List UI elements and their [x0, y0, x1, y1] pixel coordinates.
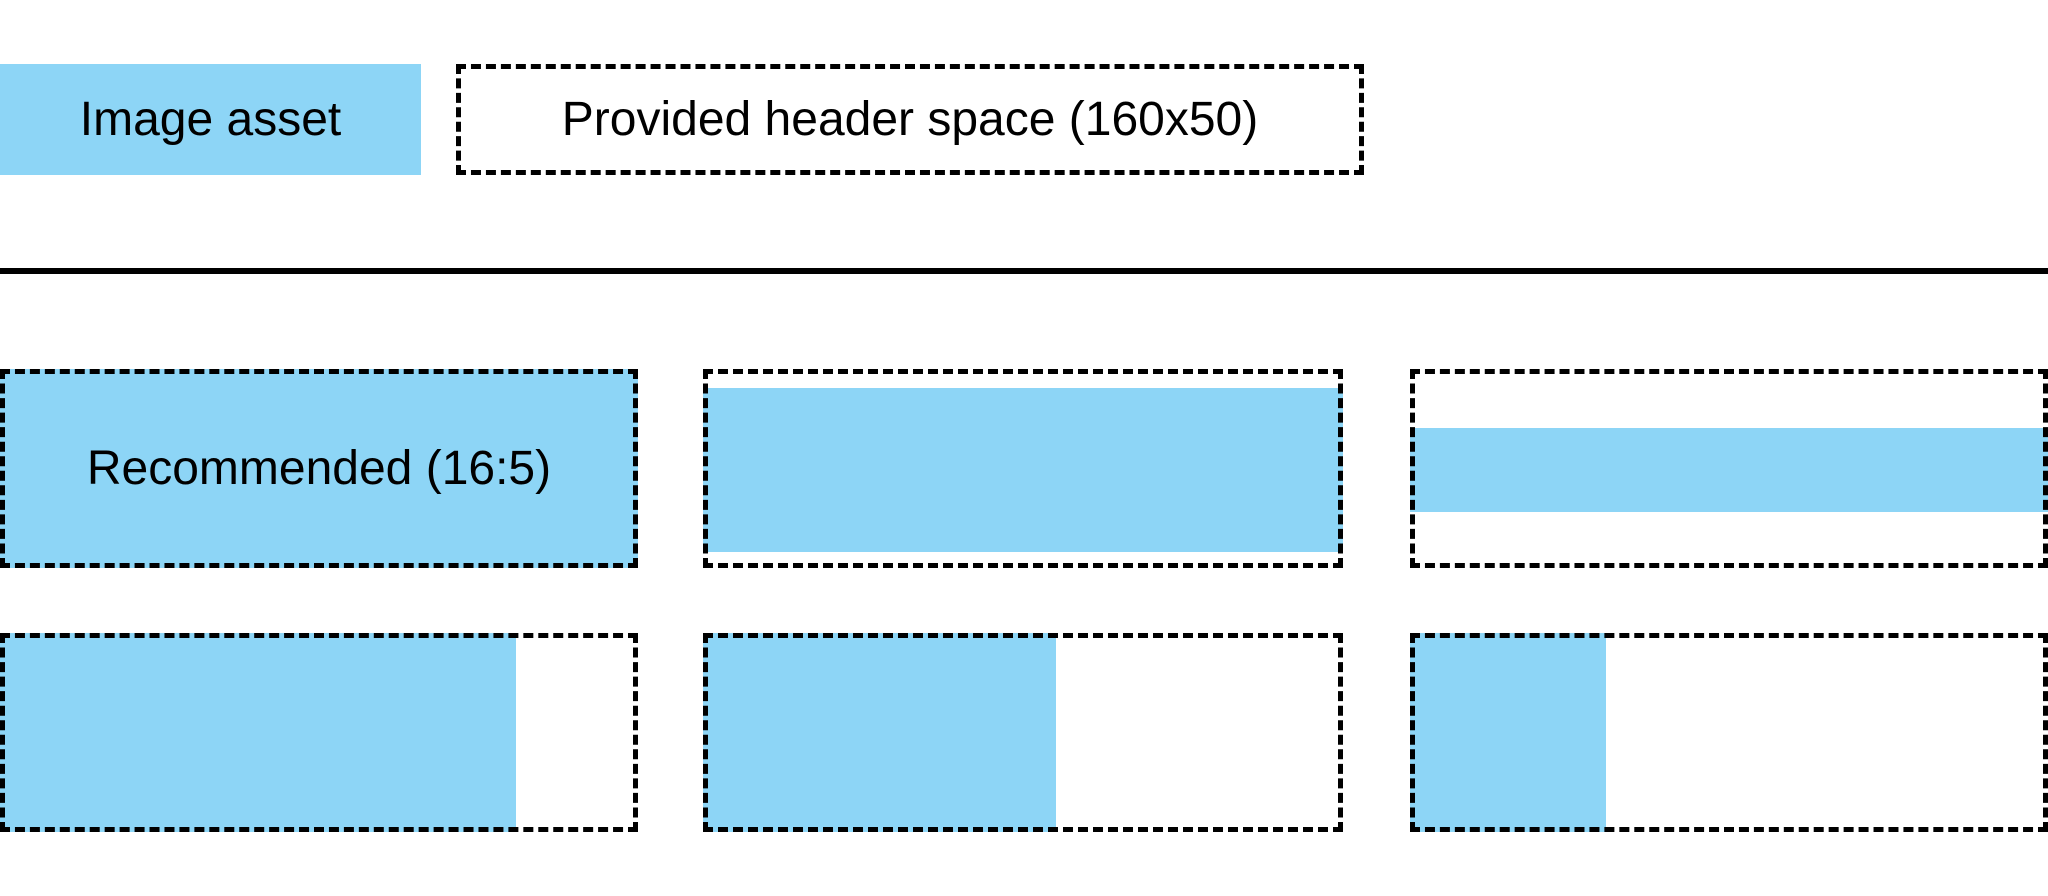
- legend-image-asset-swatch: Image asset: [0, 64, 421, 175]
- recommended-ratio-label: Recommended (16:5): [86, 442, 552, 495]
- header-space-example-wide-letterboxed: [703, 369, 1343, 568]
- legend-provided-header-space-label: Provided header space (160x50): [561, 93, 1259, 146]
- section-divider-line: [0, 268, 2048, 274]
- legend-image-asset-label: Image asset: [79, 93, 342, 146]
- legend-provided-header-space-box: Provided header space (160x50): [456, 64, 1364, 175]
- header-space-example-very-wide-letterboxed: [1410, 369, 2048, 568]
- header-space-example-tall-pillarboxed-medium: [703, 633, 1343, 832]
- image-asset-fill: [0, 369, 638, 568]
- image-asset-fill: [1410, 633, 1606, 832]
- header-space-example-recommended: Recommended (16:5): [0, 369, 638, 568]
- image-asset-fill: [703, 633, 1057, 832]
- header-space-example-tall-pillarboxed-small: [1410, 633, 2048, 832]
- image-asset-fill: [703, 387, 1343, 552]
- image-asset-fill: [1410, 427, 2048, 512]
- header-space-example-tall-pillarboxed-large: [0, 633, 638, 832]
- image-asset-fill: [0, 633, 517, 832]
